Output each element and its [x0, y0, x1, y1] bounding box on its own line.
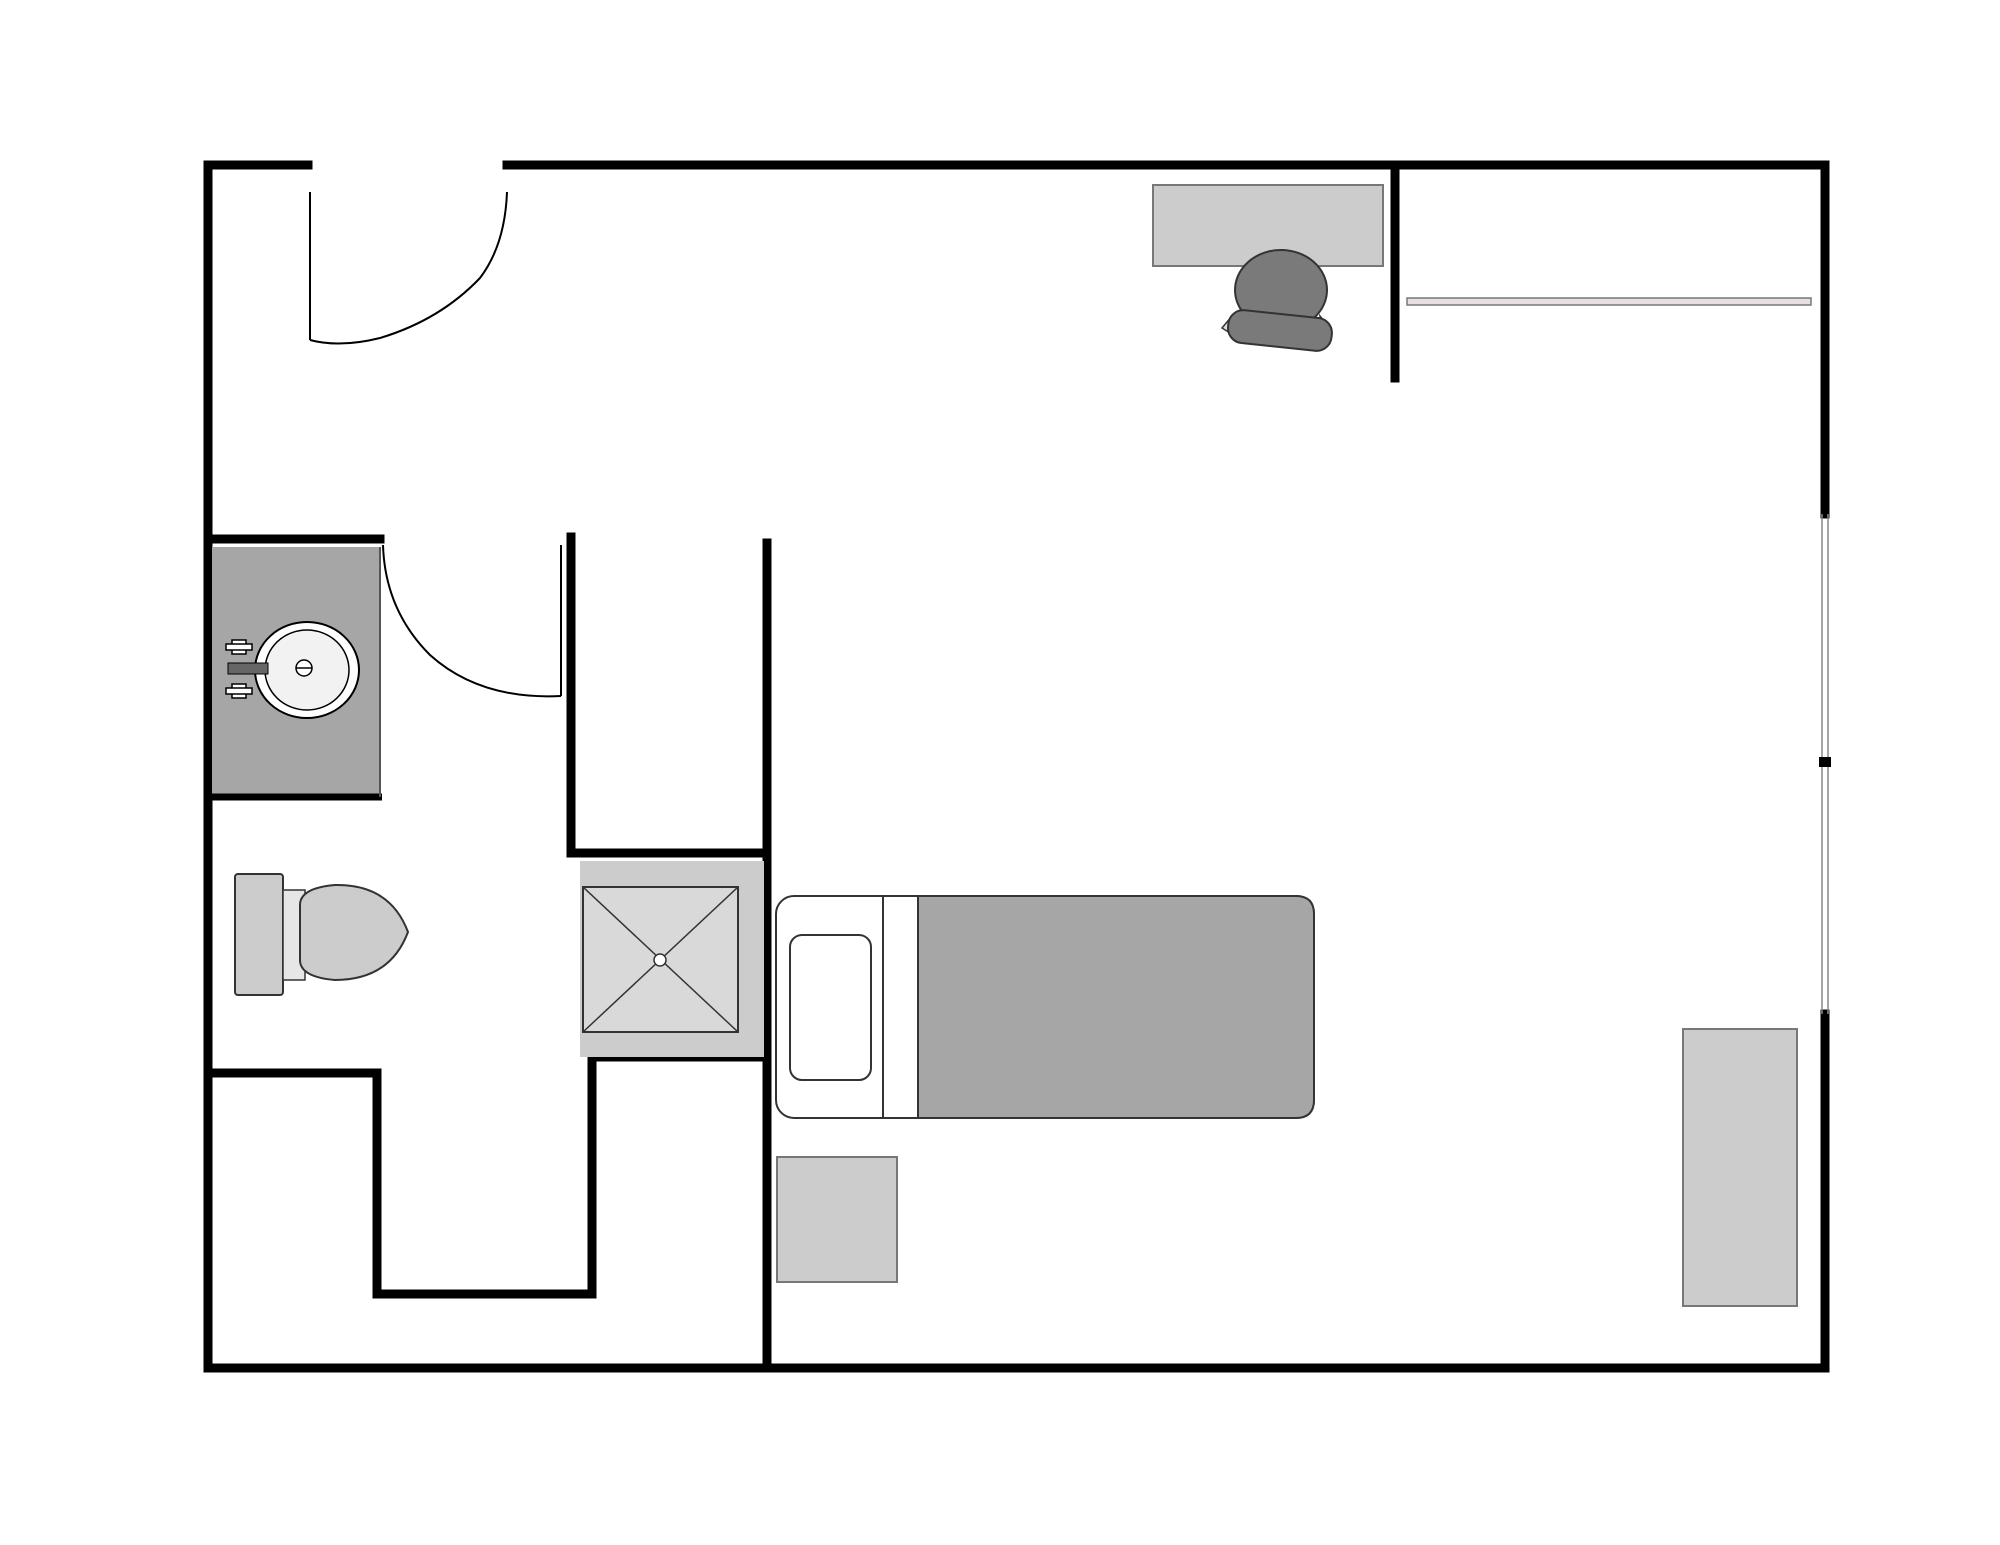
desk-chair[interactable]	[1220, 249, 1333, 352]
toilet[interactable]	[234, 873, 410, 996]
interior-walls	[207, 160, 1400, 1373]
closet-rod	[1406, 297, 1812, 306]
shower[interactable]	[580, 861, 764, 1057]
nightstand[interactable]	[776, 1156, 898, 1283]
faucet-icon	[225, 639, 253, 699]
entry-door[interactable]	[309, 191, 508, 345]
vanity-sink[interactable]	[212, 547, 382, 801]
window	[1819, 514, 1831, 1014]
dresser[interactable]	[1682, 1028, 1798, 1307]
pillow	[789, 934, 872, 1081]
bed[interactable]	[775, 895, 1315, 1119]
bathroom-door[interactable]	[382, 544, 562, 698]
outer-walls	[203, 160, 1830, 1373]
drain-icon	[653, 953, 667, 967]
